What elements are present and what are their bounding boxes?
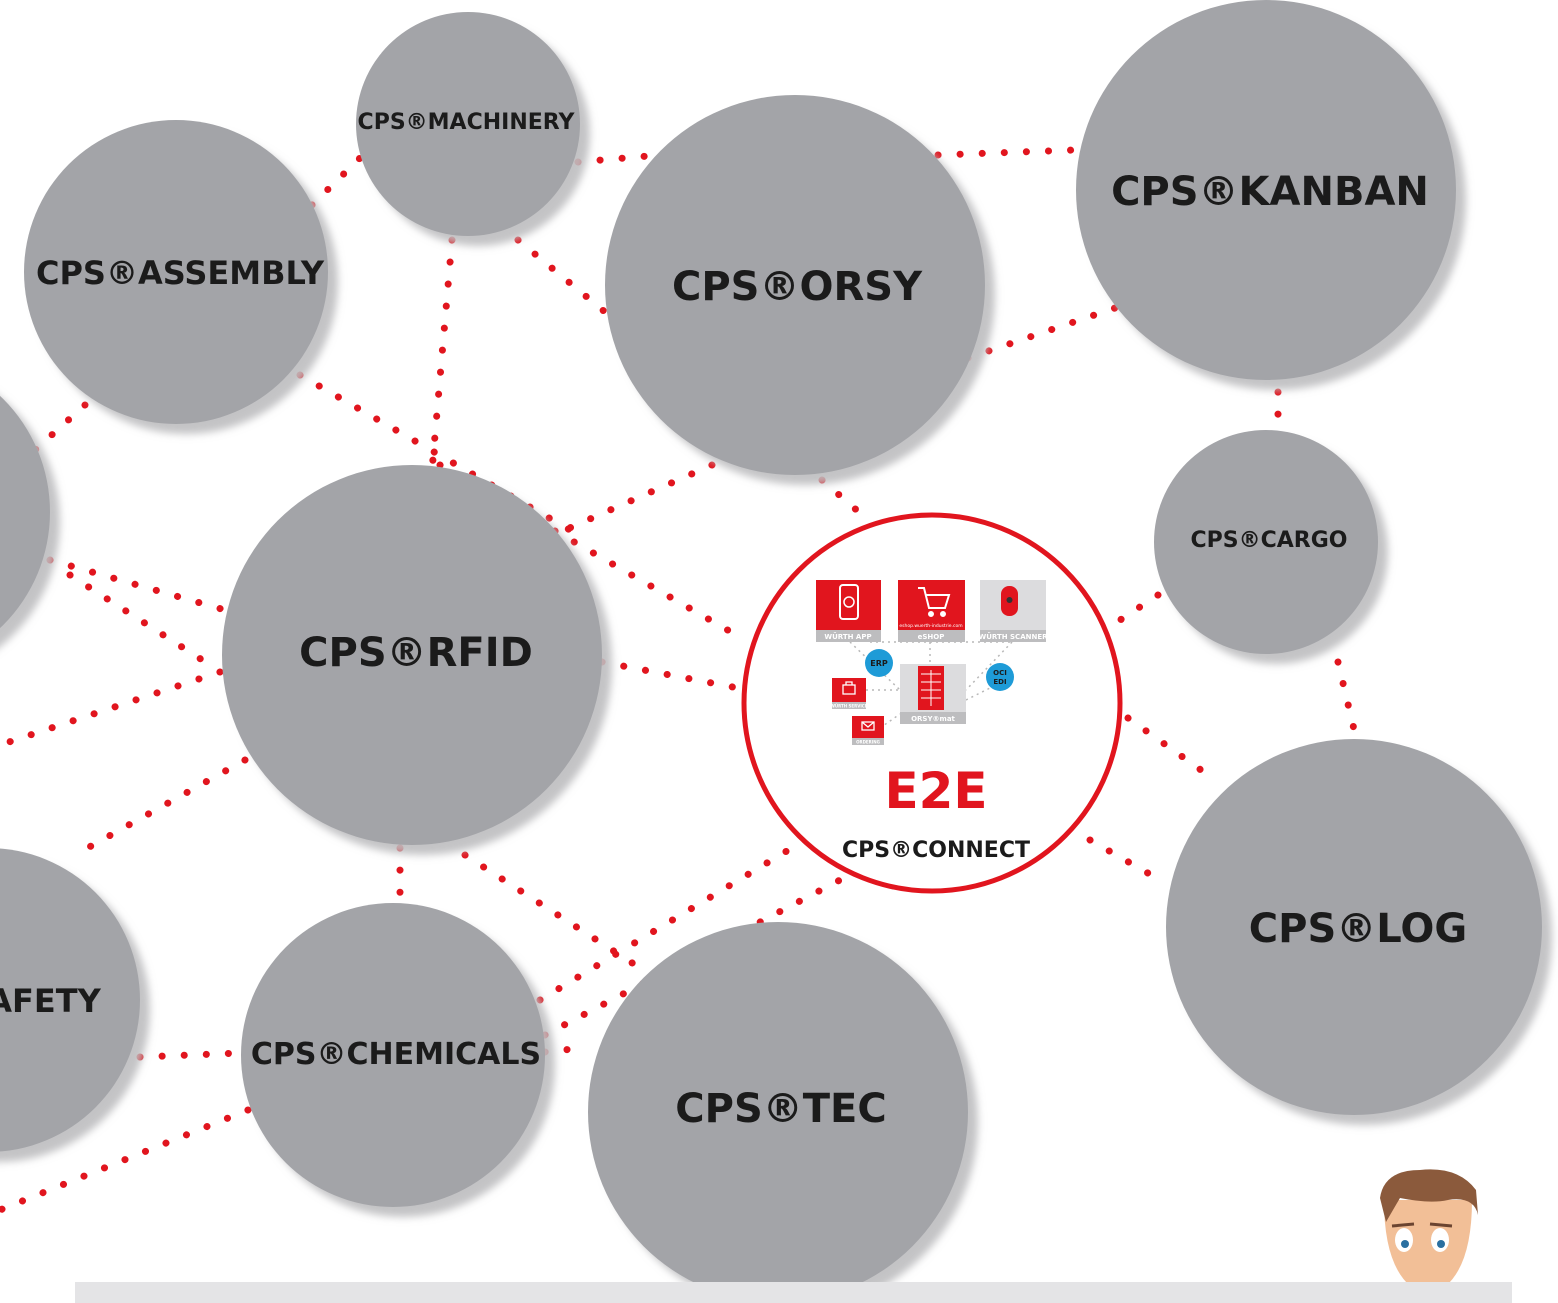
tile-ordering-label: ORDERING	[856, 740, 880, 745]
svg-text:EDI: EDI	[993, 678, 1006, 686]
mascot-face-icon	[1380, 1169, 1478, 1296]
node-kanban[interactable]	[1076, 0, 1456, 380]
label-cargo: CPS®CARGO	[1191, 528, 1348, 553]
phone-icon	[839, 584, 859, 620]
label-orsy: CPS®ORSY	[672, 264, 923, 310]
badge-erp: ERP	[865, 649, 893, 677]
link-rfid-leftdown	[0, 668, 224, 749]
footer-bar	[75, 1282, 1512, 1303]
link-orsy-kanban-low	[964, 304, 1119, 362]
node-assembly[interactable]	[24, 120, 328, 424]
node-orsy[interactable]	[605, 95, 985, 475]
link-machinery-orsy-low	[514, 236, 609, 316]
link-chemicals-bottom	[0, 1106, 252, 1214]
link-connect-log	[1124, 714, 1219, 784]
node-left-partial[interactable]	[0, 352, 50, 672]
node-cargo[interactable]	[1154, 430, 1378, 654]
link-machinery-rfid	[428, 236, 456, 474]
connect-headline: E2E	[884, 762, 987, 820]
link-orsy-rfid	[561, 461, 716, 534]
link-assembly-rfid	[296, 371, 574, 534]
vending-machine-icon	[918, 666, 944, 710]
tile-orsymat-label: ORSY®mat	[911, 715, 955, 723]
link-left-rfid	[46, 556, 229, 614]
label-rfid: CPS®RFID	[299, 630, 533, 676]
briefcase-icon	[842, 681, 856, 695]
mail-icon	[861, 721, 875, 731]
tile-scanner-label: WÜRTH SCANNER	[978, 632, 1048, 641]
node-rfid[interactable]	[222, 465, 602, 845]
link-left-rfid-2	[66, 571, 214, 669]
node-tec[interactable]	[588, 922, 968, 1302]
badge-oci-edi: OCI EDI	[986, 663, 1014, 691]
link-rfid-tec	[461, 851, 644, 972]
node-log[interactable]	[1166, 739, 1542, 1115]
tile-app-label: WÜRTH APP	[824, 632, 871, 641]
svg-text:ERP: ERP	[870, 659, 888, 668]
label-machinery: CPS®MACHINERY	[358, 110, 576, 135]
link-safety-chemicals	[136, 1049, 244, 1061]
svg-text:OCI: OCI	[993, 669, 1007, 677]
tile-wuerth-service[interactable]: WÜRTH SERVICE	[831, 678, 868, 709]
label-tec: CPS®TEC	[675, 1086, 886, 1132]
tile-eshop-label: eSHOP	[918, 633, 945, 641]
link-connect-log-low	[1086, 836, 1164, 884]
node-chemicals[interactable]	[241, 903, 545, 1207]
label-chemicals: CPS®CHEMICALS	[251, 1037, 541, 1072]
link-orsy-connect	[818, 476, 872, 524]
link-assembly-machinery	[308, 154, 364, 209]
link-orsy-kanban	[934, 146, 1079, 159]
label-kanban: CPS®KANBAN	[1111, 169, 1429, 215]
label-safety: AFETY	[0, 982, 102, 1020]
link-chemicals-connect	[536, 836, 809, 1004]
scanner-icon	[1001, 586, 1018, 616]
node-safety[interactable]	[0, 848, 140, 1152]
tile-eshop[interactable]: eshop.wuerth-industrie.com eSHOP	[898, 580, 965, 642]
tile-eshop-sublabel: eshop.wuerth-industrie.com	[899, 623, 962, 629]
link-rfid-safety	[71, 756, 249, 859]
link-chemicals-tec	[541, 1044, 586, 1056]
link-assembly-left	[31, 401, 89, 454]
link-cargo-connect	[1101, 591, 1162, 634]
link-cargo-log	[1334, 658, 1361, 746]
connect-label: CPS®CONNECT	[842, 838, 1030, 863]
link-machinery-orsy	[574, 151, 664, 166]
node-connect[interactable]: WÜRTH APP eshop.wuerth-industrie.com eSH…	[741, 512, 1123, 894]
tile-orsymat[interactable]: ORSY®mat	[900, 664, 966, 724]
label-log: CPS®LOG	[1249, 906, 1467, 952]
tile-service-label: WÜRTH SERVICE	[831, 704, 868, 709]
tile-wuerth-scanner[interactable]: WÜRTH SCANNER	[978, 580, 1048, 642]
link-rfid-connect-mid	[598, 658, 742, 692]
tile-wuerth-app[interactable]: WÜRTH APP	[816, 580, 881, 642]
label-assembly: CPS®ASSEMBLY	[36, 254, 325, 292]
dotted-connections	[0, 146, 1361, 1214]
link-rfid-connect	[436, 461, 749, 644]
node-machinery[interactable]	[356, 12, 580, 236]
cart-icon	[918, 587, 951, 617]
tile-ordering[interactable]: ORDERING	[852, 716, 884, 745]
